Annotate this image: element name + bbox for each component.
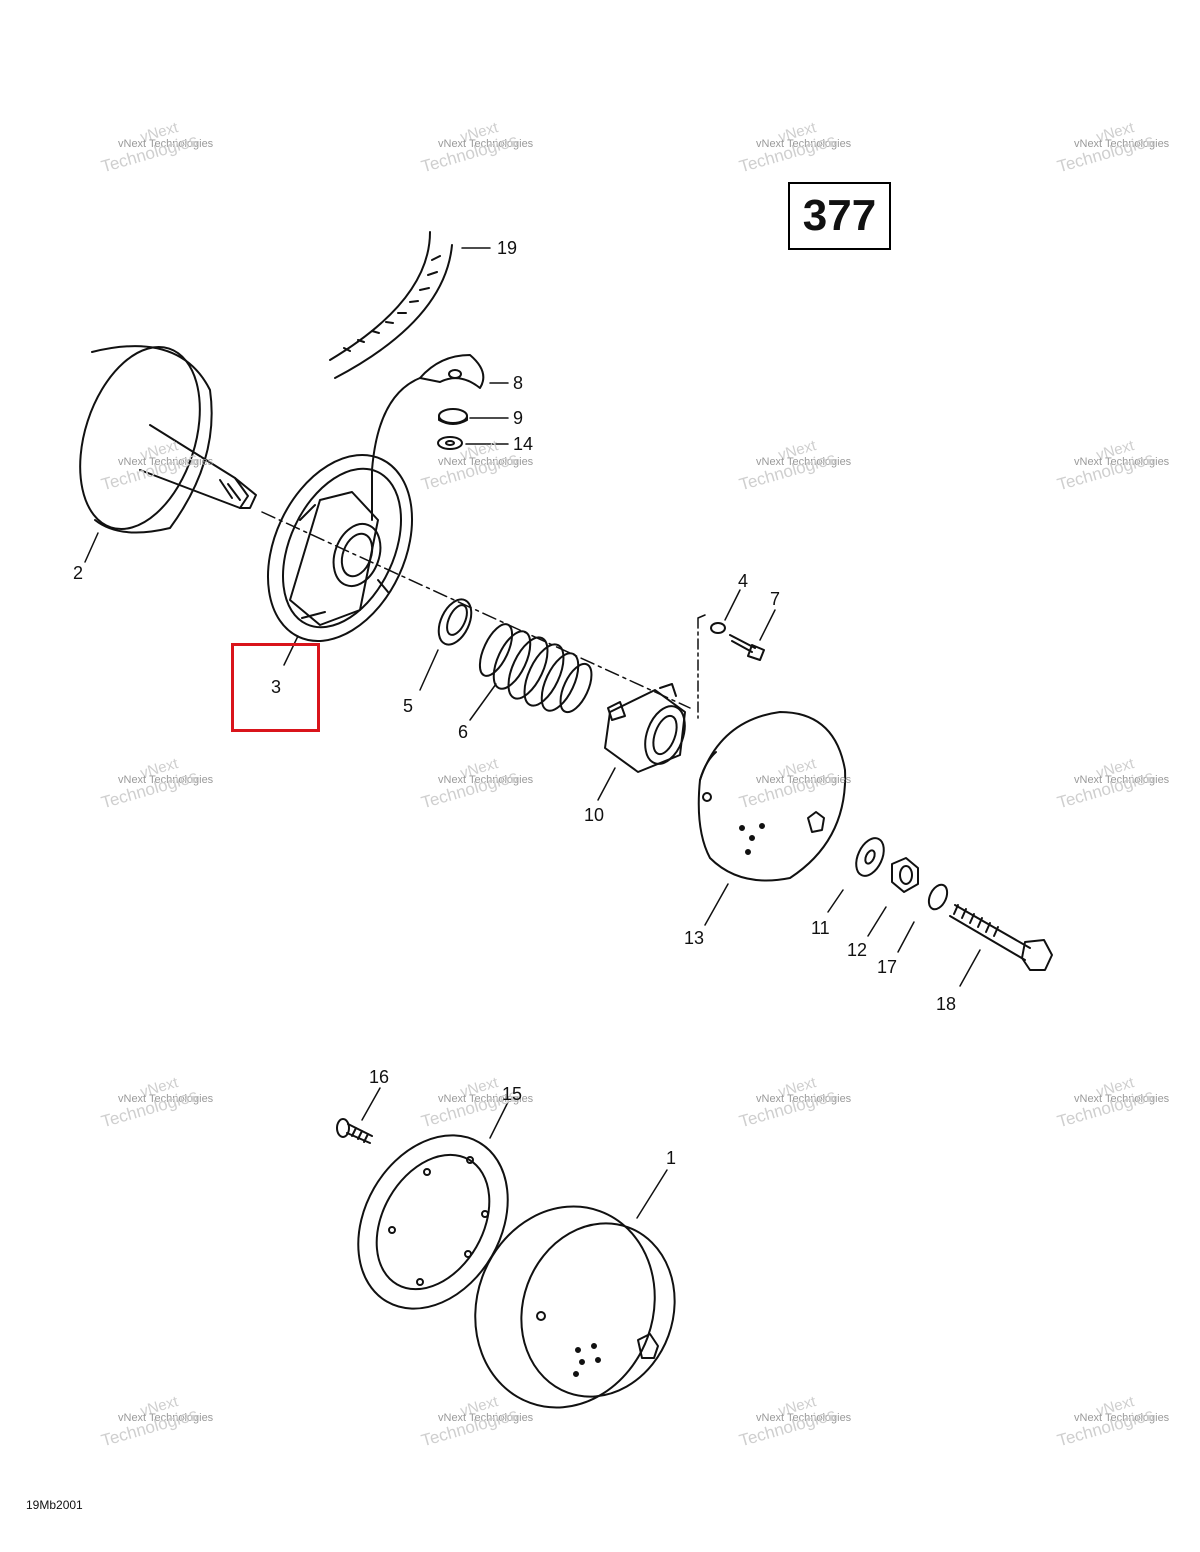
- cushion: [438, 408, 468, 424]
- fixed-sheave: [79, 345, 257, 534]
- callout-5[interactable]: 5: [403, 696, 414, 716]
- callout-4[interactable]: 4: [738, 571, 749, 591]
- screw-7: [710, 622, 765, 661]
- selected-part-highlight[interactable]: [231, 643, 320, 732]
- slider-shoe: [419, 354, 485, 389]
- callout-12[interactable]: 12: [847, 940, 868, 960]
- callout-7[interactable]: 7: [770, 589, 781, 609]
- callout-9[interactable]: 9: [513, 408, 524, 428]
- bushing: [437, 598, 473, 646]
- washer-17: [927, 883, 949, 911]
- callout-11[interactable]: 11: [811, 918, 830, 938]
- callout-18[interactable]: 18: [936, 994, 957, 1014]
- callout-6[interactable]: 6: [458, 722, 469, 742]
- callout-8[interactable]: 8: [513, 373, 524, 393]
- callout-14[interactable]: 14: [513, 434, 534, 454]
- page-number-box: 377: [788, 182, 891, 250]
- drive-belt: [329, 231, 453, 379]
- callout-10[interactable]: 10: [584, 805, 605, 825]
- nut-12: [891, 857, 919, 893]
- callout-19[interactable]: 19: [497, 238, 518, 258]
- callout-15[interactable]: 15: [502, 1084, 523, 1104]
- spring: [478, 623, 593, 714]
- gasket: [357, 1134, 509, 1310]
- washer-14: [437, 436, 463, 450]
- callout-3[interactable]: 3: [271, 677, 282, 697]
- bolt-18: [949, 904, 1053, 971]
- washer-11: [855, 837, 885, 877]
- callout-2[interactable]: 2: [73, 563, 84, 583]
- spider: [604, 683, 686, 773]
- cover: [697, 711, 847, 882]
- figure-code: 19Mb2001: [26, 1498, 83, 1512]
- page-number: 377: [802, 191, 877, 240]
- callout-17[interactable]: 17: [877, 957, 898, 977]
- sheave-cover: [474, 1205, 676, 1409]
- callout-13[interactable]: 13: [684, 928, 705, 948]
- callout-16[interactable]: 16: [369, 1067, 390, 1087]
- callout-1[interactable]: 1: [666, 1148, 677, 1168]
- screw-16: [336, 1118, 373, 1144]
